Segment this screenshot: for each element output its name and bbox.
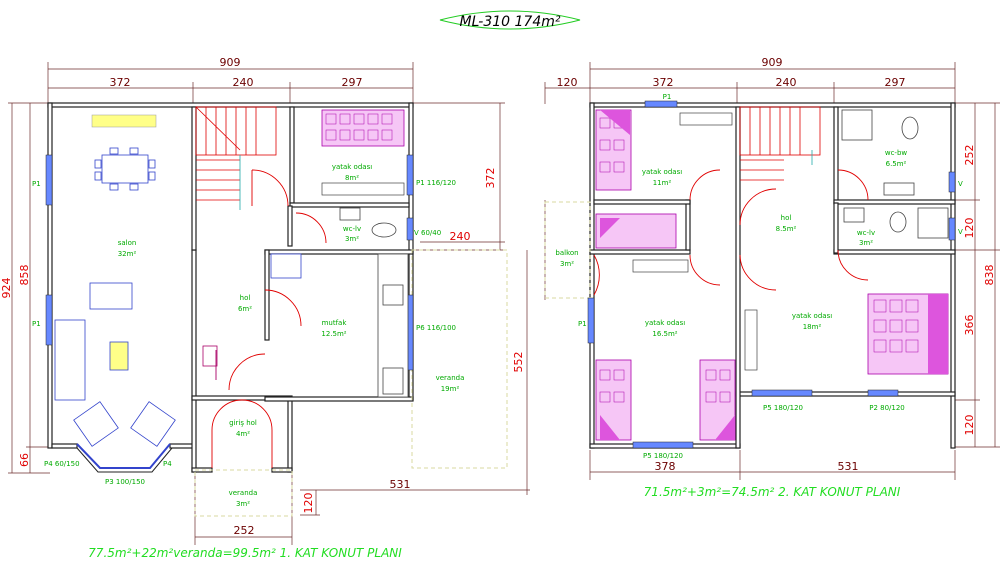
ground-floor-plan: 909 372 240 297 924 858 66 372 240 552 [0,56,530,560]
room2-hol-area: 8.5m² [776,225,797,233]
dim2-width-2: 240 [776,76,797,89]
window2-v2 [948,217,956,241]
staircase [195,106,277,210]
label2-p1-a: P1 [663,93,672,101]
dim-bottom-531: 531 [390,478,411,491]
dim-width-1: 372 [110,76,131,89]
dim2-bottom-531: 531 [838,460,859,473]
room-hol: hol [240,294,251,302]
dim2-r252: 252 [963,145,976,166]
window2-p2 [867,389,899,397]
room2-hol: hol [781,214,792,222]
dim-right-372: 372 [484,168,497,189]
room-veranda-small-area: 3m² [236,500,250,508]
room-hol-area: 6m² [238,305,252,313]
label-p4-a: P4 60/150 [44,460,80,468]
plan-title: ML-310 174m² [460,14,561,30]
sofa [54,282,176,447]
upper-floor-caption: 71.5m²+3m²=74.5m² 2. KAT KONUT PLANI [644,485,901,499]
dim2-r120a: 120 [963,218,976,239]
dim-right-240: 240 [450,230,471,243]
dim-left-inner: 858 [18,265,31,286]
wc-fixtures [339,207,397,238]
label2-v2: V [958,228,963,236]
room-wc-area: 3m² [345,235,359,243]
label2-p2: P2 80/120 [869,404,905,412]
title-badge: ML-310 174m² [439,10,581,30]
label2-p5b: P5 180/120 [763,404,803,412]
kitchen-counter [270,253,409,398]
bed-ground [321,109,405,196]
label-p1-a: P1 [32,180,41,188]
room2-yatak2-area: 16.5m² [652,330,677,338]
window-v-wc [406,217,414,241]
dim-width-3: 297 [342,76,363,89]
room-wc: wc-lv [343,225,361,233]
room-salon-area: 32m² [118,250,137,258]
window2-p1-top [644,100,678,108]
room-salon: salon [118,239,137,247]
dim-total-width: 909 [220,56,241,69]
window2-p1-left [587,297,595,344]
label-v-window: V 60/40 [414,229,441,237]
room2-balkon-area: 3m² [560,260,574,268]
window2-p5b [751,389,813,397]
label2-v1: V [958,180,963,188]
room-yatak-area: 8m² [345,174,359,182]
room2-wclv: wc-lv [857,229,875,237]
wardrobes [632,112,758,371]
label2-p5a: P5 180/120 [643,452,683,460]
dim-left-bottom: 66 [18,453,31,467]
dining-set [94,147,156,191]
label-p4-b: P4 [163,460,172,468]
dim2-r120b: 120 [963,415,976,436]
room2-balkon: balkon [555,249,578,257]
upper-floor-plan: 909 120 372 240 297 252 120 838 366 120 [544,56,1000,499]
room2-yatak3: yatak odası [792,312,832,320]
window2-p5a [632,441,694,449]
room-mutfak: mutfak [322,319,348,327]
room-veranda-area: 19m² [441,385,460,393]
room2-yatak3-area: 18m² [803,323,822,331]
dim-right-552: 552 [512,352,525,373]
dim-bottom-120: 120 [302,493,315,514]
tv-unit [91,114,157,128]
dim2-r838: 838 [983,265,996,286]
dim-left-total: 924 [0,278,13,299]
dim2-r366: 366 [963,315,976,336]
room2-yatak2: yatak odası [645,319,685,327]
dim-bottom-252: 252 [234,524,255,537]
window-p1-lower [45,294,53,346]
room-veranda-small: veranda [229,489,258,497]
room-yatak: yatak odası [332,163,372,171]
ground-floor-caption: 77.5m²+22m²veranda=99.5m² 1. KAT KONUT P… [88,546,402,560]
dim2-total-width: 909 [762,56,783,69]
window2-v1 [948,171,956,193]
room-veranda: veranda [436,374,465,382]
room2-yatak1: yatak odası [642,168,682,176]
label-p3: P3 100/150 [105,478,145,486]
dim2-width-3: 297 [885,76,906,89]
dim2-width-0: 120 [557,76,578,89]
room2-wcbw: wc-bw [885,149,908,157]
room-giris-area: 4m² [236,430,250,438]
room-mutfak-area: 12.5m² [321,330,346,338]
dim2-width-1: 372 [653,76,674,89]
wc-fixtures-upper [841,109,949,239]
label-p1-b: P1 [32,320,41,328]
window-p1-upper [45,154,53,206]
dim-width-2: 240 [233,76,254,89]
dim2-bottom-378: 378 [655,460,676,473]
label2-p1-b: P1 [578,320,587,328]
label-p6: P6 116/100 [416,324,456,332]
window-p1-bedroom [406,154,414,196]
room2-wclv-area: 3m² [859,239,873,247]
label-p1-c: P1 116/120 [416,179,456,187]
room-giris: giriş hol [229,419,257,427]
room2-wcbw-area: 6.5m² [886,160,907,168]
staircase-upper [739,106,821,181]
room2-yatak1-area: 11m² [653,179,672,187]
